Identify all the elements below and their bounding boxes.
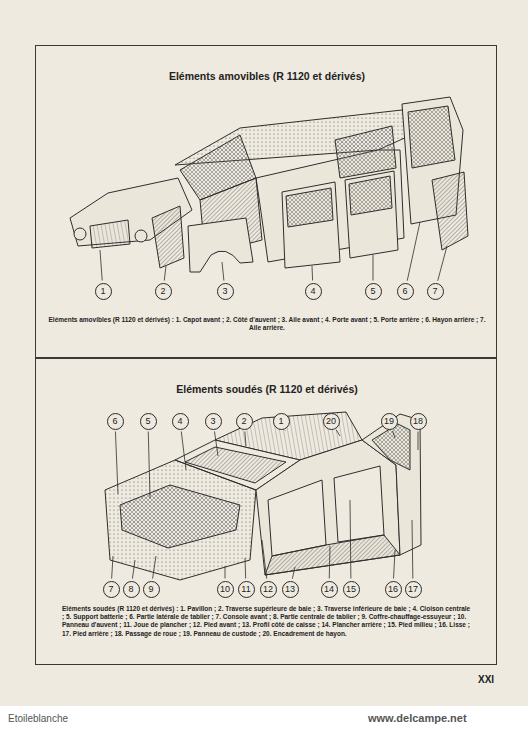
callout-number: 9 (148, 585, 153, 594)
watermark: Etoileblanche (8, 713, 68, 724)
callout-number: 3 (210, 417, 215, 426)
callout-number: 20 (326, 417, 336, 426)
leader-line (148, 431, 150, 498)
callout-circle: 20 (323, 413, 340, 430)
leader-line (115, 431, 118, 494)
leader-line (407, 222, 420, 281)
callout-number: 7 (108, 585, 113, 594)
callout-number: 18 (413, 417, 423, 426)
callout-circle: 14 (321, 581, 338, 598)
callout-number: 12 (263, 585, 273, 594)
callout-circle: 18 (410, 413, 427, 430)
leader-line (225, 566, 226, 579)
callout-circle: 16 (385, 581, 402, 598)
callout-circle: 5 (140, 413, 157, 430)
leader-line (132, 560, 135, 579)
callout-number: 13 (285, 585, 295, 594)
callout-number: 6 (402, 287, 407, 296)
callout-number: 11 (241, 585, 250, 594)
leader-line (245, 431, 246, 446)
leader-line (112, 556, 113, 579)
callout-circle: 4 (172, 413, 189, 430)
callout-circle: 7 (103, 581, 120, 598)
leader-line (329, 546, 331, 579)
leader-line (164, 266, 166, 281)
callout-number: 16 (388, 585, 398, 594)
figure-panel: Eléments soudés (R 1120 et dérivés) Eléme… (35, 358, 497, 665)
callout-number: 17 (408, 585, 418, 594)
leader-line (214, 431, 218, 456)
callout-number: 3 (222, 287, 227, 296)
leader-line (262, 540, 267, 579)
leader-line (285, 430, 286, 432)
leader-line (100, 250, 102, 281)
callout-circle: 1 (273, 413, 290, 430)
watermark: www.delcampe.net (368, 712, 467, 724)
callout-circle: 2 (155, 283, 172, 300)
leader-line (222, 262, 224, 281)
callout-circle: 17 (405, 581, 422, 598)
callout-number: 7 (432, 287, 437, 296)
figure-title: Eléments amovibles (R 1120 et dérivés) (36, 70, 498, 83)
callout-circle: 1 (95, 283, 112, 300)
callout-number: 10 (220, 585, 230, 594)
leader-line (336, 430, 340, 436)
leader-line (373, 255, 374, 281)
callout-circle: 10 (217, 581, 234, 598)
leader-line (153, 556, 156, 579)
callout-number: 6 (112, 417, 117, 426)
leader-line (394, 550, 395, 579)
callout-circle: 19 (381, 413, 398, 430)
leader-line (181, 431, 186, 470)
leader-line (438, 246, 447, 281)
callout-circle: 7 (427, 283, 444, 300)
leader-line (392, 431, 395, 438)
leader-line (292, 567, 295, 579)
leader-line (350, 500, 352, 579)
callout-circle: 3 (217, 283, 234, 300)
callout-circle: 3 (205, 413, 222, 430)
callout-number: 15 (346, 585, 356, 594)
callout-circle: 13 (282, 581, 299, 598)
leader-line (412, 520, 414, 579)
callout-circle: 4 (305, 283, 322, 300)
leader-line (245, 558, 247, 579)
callout-number: 4 (177, 417, 182, 426)
callout-number: 5 (145, 417, 150, 426)
leader-line (312, 266, 314, 281)
callout-circle: 6 (107, 413, 124, 430)
callout-number: 2 (160, 287, 165, 296)
figure-caption: Eléments soudés (R 1120 et dérivés) : 1.… (62, 605, 472, 638)
callout-circle: 15 (343, 581, 360, 598)
page-number: XXI (478, 674, 494, 685)
callout-circle: 2 (236, 413, 253, 430)
callout-number: 2 (241, 417, 246, 426)
leader-line (418, 432, 419, 451)
callout-number: 1 (278, 417, 283, 426)
callout-number: 5 (370, 287, 375, 296)
callout-number: 4 (310, 287, 315, 296)
callout-number: 8 (128, 585, 133, 594)
callout-number: 19 (384, 417, 394, 426)
callout-circle: 8 (123, 581, 140, 598)
figure-panel: Eléments amovibles (R 1120 et dérivés) El… (35, 45, 497, 358)
callout-number: 14 (324, 585, 334, 594)
callout-circle: 9 (143, 581, 160, 598)
figure-title: Eléments soudés (R 1120 et dérivés) (36, 383, 498, 396)
callout-circle: 5 (365, 283, 382, 300)
callout-circle: 11 (238, 581, 255, 598)
callout-number: 1 (100, 287, 105, 296)
figure-caption: Eléments amovibles (R 1120 et dérivés) :… (48, 316, 486, 332)
callout-circle: 6 (397, 283, 414, 300)
callout-circle: 12 (260, 581, 277, 598)
